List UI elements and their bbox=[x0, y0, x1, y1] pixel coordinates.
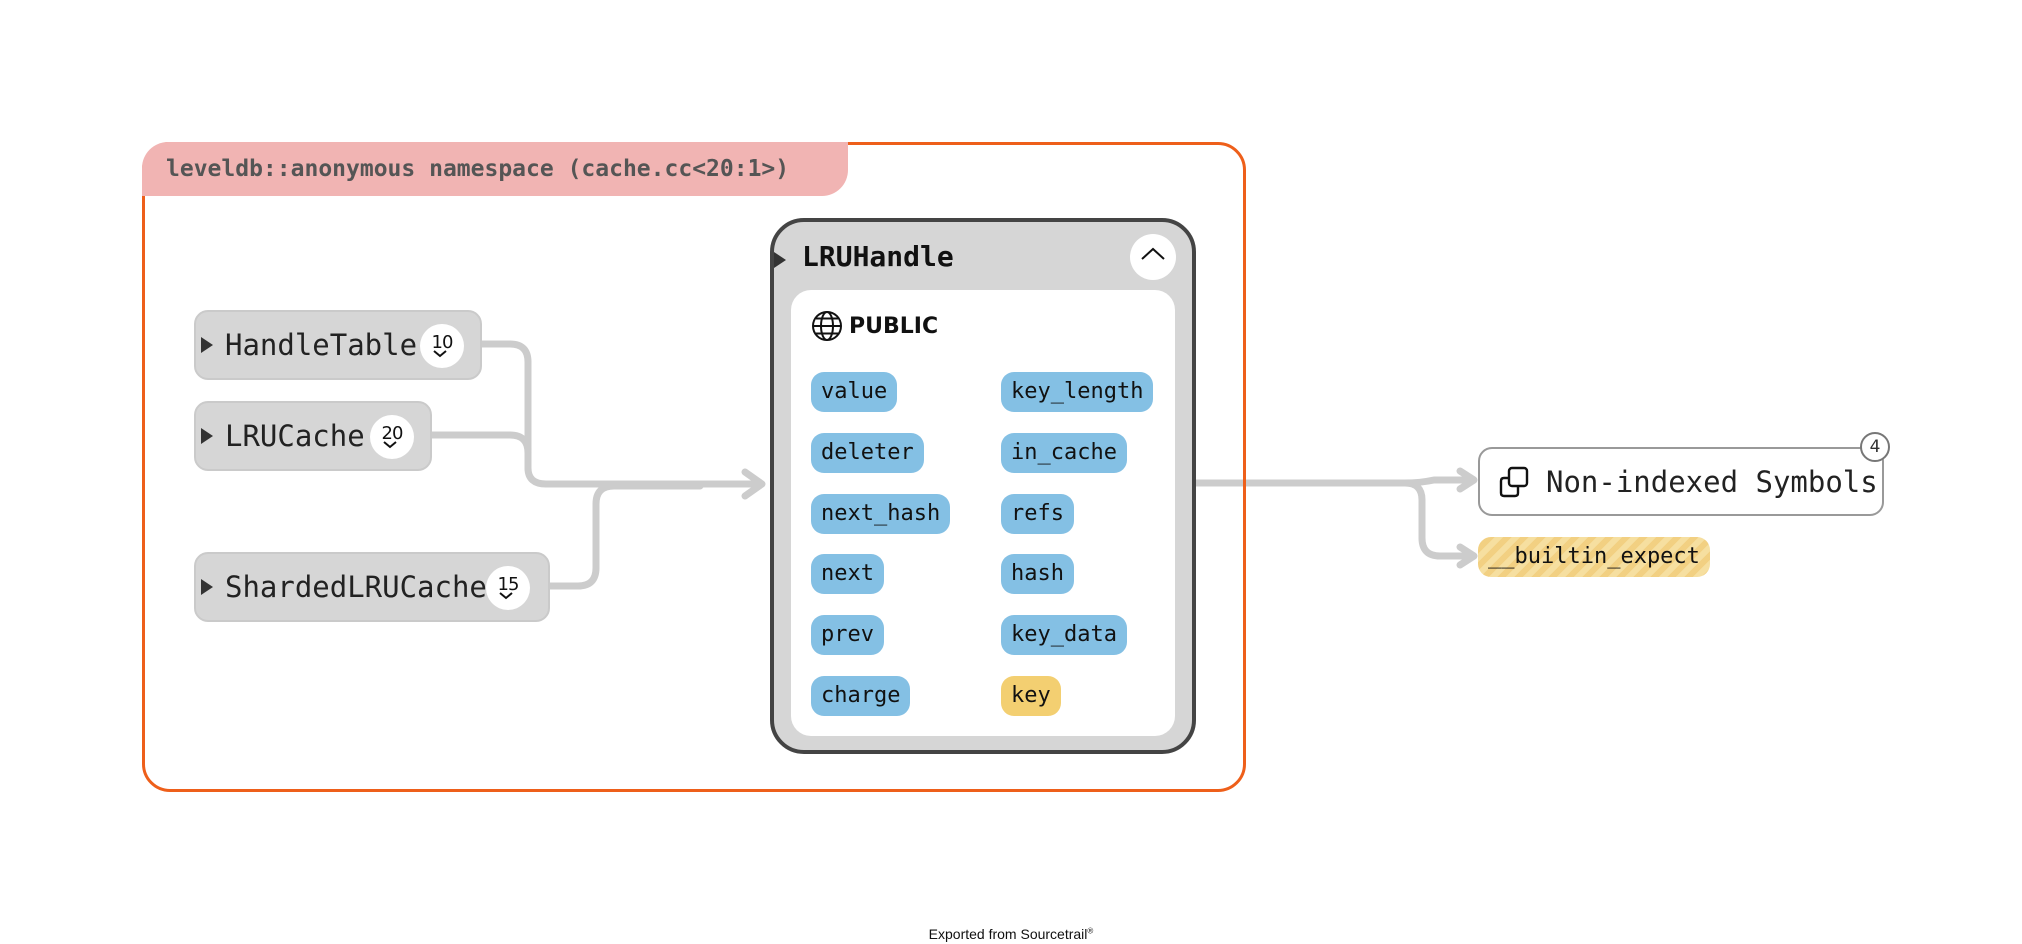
class-node-label: ShardedLRUCache bbox=[225, 570, 487, 604]
play-triangle-icon[interactable] bbox=[201, 337, 213, 353]
footer-text: Exported from Sourcetrail bbox=[928, 926, 1088, 942]
export-footer: Exported from Sourcetrail® bbox=[0, 926, 2022, 942]
member-field[interactable]: in_cache bbox=[1001, 433, 1127, 473]
member-field[interactable]: prev bbox=[811, 615, 884, 655]
arrowhead-builtin bbox=[1456, 543, 1478, 569]
reference-count: 10 bbox=[431, 332, 454, 353]
member-field[interactable]: hash bbox=[1001, 554, 1074, 594]
member-field[interactable]: key_data bbox=[1001, 615, 1127, 655]
class-node-title: LRUHandle bbox=[802, 240, 954, 273]
class-node-label: HandleTable bbox=[225, 328, 418, 362]
non-indexed-symbols-label: Non-indexed Symbols bbox=[1546, 464, 1878, 499]
play-triangle-icon[interactable] bbox=[774, 252, 786, 268]
reference-count-badge[interactable]: 15 bbox=[486, 566, 530, 610]
globe-icon bbox=[812, 311, 842, 341]
reference-count: 20 bbox=[381, 423, 404, 444]
builtin-expect-node[interactable]: __builtin_expect bbox=[1478, 537, 1710, 577]
non-indexed-icon bbox=[1499, 466, 1529, 497]
chevron-down-icon bbox=[433, 350, 447, 358]
class-node-lruhandle[interactable]: LRUHandle PUBLIC value deleter bbox=[770, 218, 1196, 754]
play-triangle-icon[interactable] bbox=[201, 579, 213, 595]
class-node-lrucache[interactable]: LRUCache bbox=[194, 401, 432, 471]
chevron-down-icon bbox=[383, 441, 397, 449]
member-field[interactable]: next bbox=[811, 554, 884, 594]
member-field[interactable]: next_hash bbox=[811, 494, 951, 534]
member-field[interactable]: charge bbox=[811, 676, 911, 716]
non-indexed-symbols-node[interactable]: Non-indexed Symbols bbox=[1478, 447, 1884, 516]
arrowhead-nonindexed bbox=[1456, 467, 1478, 493]
member-field[interactable]: refs bbox=[1001, 494, 1074, 534]
reference-count-badge[interactable]: 20 bbox=[370, 415, 414, 459]
namespace-label[interactable]: leveldb::anonymous namespace (cache.cc<2… bbox=[142, 142, 848, 196]
access-label: PUBLIC bbox=[849, 313, 939, 339]
collapse-button[interactable] bbox=[1130, 234, 1176, 280]
member-field-key[interactable]: key bbox=[1001, 676, 1061, 716]
member-field[interactable]: deleter bbox=[811, 433, 924, 473]
non-indexed-count-badge[interactable]: 4 bbox=[1860, 432, 1890, 462]
members-panel: PUBLIC value deleter next_hash next prev… bbox=[791, 290, 1175, 736]
member-field[interactable]: key_length bbox=[1001, 372, 1154, 412]
reference-count: 15 bbox=[497, 574, 520, 595]
class-node-label: LRUCache bbox=[225, 419, 365, 453]
chevron-down-icon bbox=[499, 592, 513, 600]
play-triangle-icon[interactable] bbox=[201, 428, 213, 444]
access-section-header: PUBLIC bbox=[811, 310, 938, 342]
edge-lruhandle-builtin bbox=[1401, 479, 1476, 560]
member-field[interactable]: value bbox=[811, 372, 898, 412]
chevron-up-icon bbox=[1141, 247, 1165, 260]
registered-mark: ® bbox=[1087, 926, 1094, 936]
reference-count-badge[interactable]: 10 bbox=[420, 324, 464, 368]
